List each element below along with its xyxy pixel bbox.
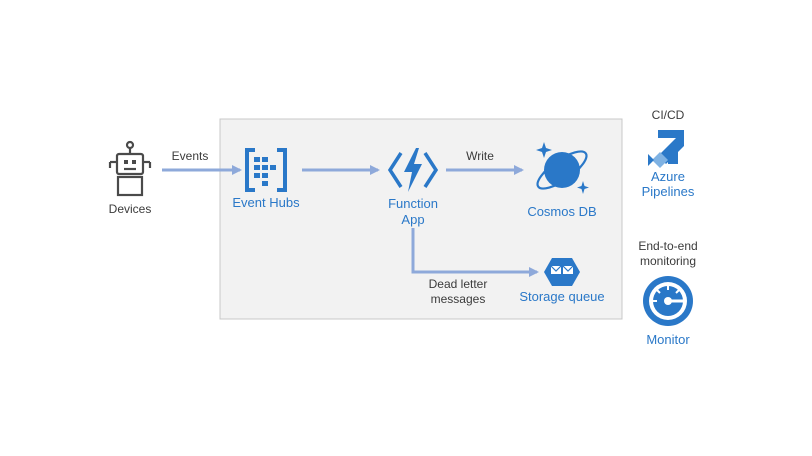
monitor-gauge-icon xyxy=(643,276,693,326)
azure-pipelines-label-line1: Azure xyxy=(651,169,685,184)
event-hubs-label: Event Hubs xyxy=(232,195,300,210)
function-app-icon xyxy=(387,148,439,192)
event-hubs-icon xyxy=(245,148,287,192)
dead-letter-label-line2: messages xyxy=(431,292,486,306)
devices-label: Devices xyxy=(109,202,152,216)
cosmos-db-label: Cosmos DB xyxy=(527,204,596,219)
write-label: Write xyxy=(466,149,494,163)
azure-pipelines-icon xyxy=(648,130,684,168)
monitoring-caption-line1: End-to-end xyxy=(638,239,697,253)
function-app-label-line1: Function xyxy=(388,196,438,211)
dead-letter-arrow xyxy=(411,228,539,277)
azure-pipelines-label-line2: Pipelines xyxy=(642,184,695,199)
cicd-caption: CI/CD xyxy=(652,108,685,122)
storage-queue-label: Storage queue xyxy=(519,289,604,304)
events-label: Events xyxy=(172,149,209,163)
cosmos-db-icon xyxy=(536,142,589,194)
function-app-label-line2: App xyxy=(401,212,424,227)
storage-queue-icon xyxy=(544,258,580,286)
dead-letter-label-line1: Dead letter xyxy=(429,277,488,291)
monitor-label: Monitor xyxy=(646,332,690,347)
robot-icon xyxy=(108,140,152,197)
monitoring-caption-line2: monitoring xyxy=(640,254,696,268)
